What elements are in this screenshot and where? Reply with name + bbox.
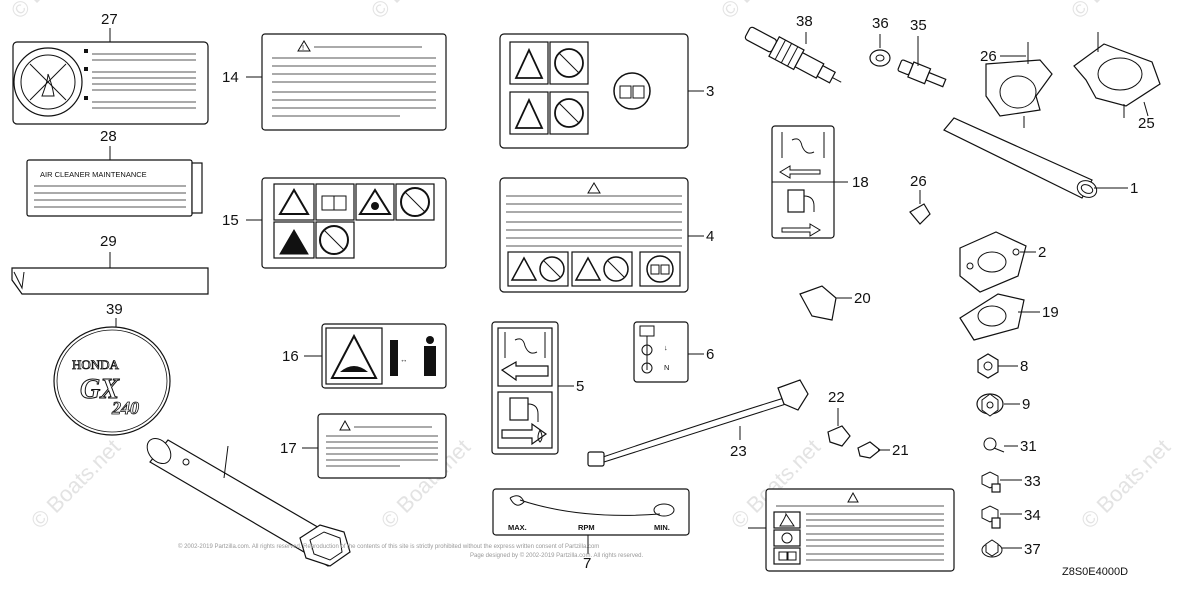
callout-26: 26 <box>910 173 927 190</box>
callout-17: 17 <box>280 440 297 457</box>
part-24-mount[interactable]: 25 <box>1073 32 1161 132</box>
diagram-code: Z8S0E4000D <box>1062 566 1128 578</box>
part-29-label[interactable]: 29 <box>11 233 209 295</box>
callout-1: 1 <box>1130 180 1138 197</box>
callout-4: 4 <box>706 228 714 245</box>
callout-27: 27 <box>101 11 118 28</box>
callout-36: 38 <box>796 13 813 30</box>
callout-20: 20 <box>854 290 871 307</box>
part-6-label[interactable]: ↓ N 6 <box>633 321 714 383</box>
callout-35: 37 <box>1024 541 1041 558</box>
callout-37: 39 <box>106 301 123 318</box>
emblem-gx-text: GX <box>80 374 120 405</box>
watermark-text: © Boats.net <box>26 434 125 533</box>
callout-25: 26 <box>980 48 997 65</box>
callout-2: 2 <box>1038 244 1046 261</box>
callout-19: 19 <box>1042 304 1059 321</box>
watermark-text: © Boats.net <box>6 0 105 24</box>
part-16-label[interactable]: ↔ 16 <box>282 323 447 389</box>
callout-29: 29 <box>100 233 117 250</box>
callout-14: 14 <box>222 69 239 86</box>
rpm-max-text: MAX. <box>508 523 527 532</box>
watermark-text: © Boats.net <box>1066 0 1165 24</box>
watermark-text: © Boats.net <box>1076 434 1175 533</box>
part-3-label[interactable]: 3 <box>499 33 714 149</box>
callout-15: 15 <box>222 212 239 229</box>
part-28-label[interactable]: AIR CLEANER MAINTENANCE 28 <box>26 128 203 217</box>
part-9-flange-nut[interactable]: 9 <box>976 393 1030 417</box>
callout-24: 25 <box>1138 115 1155 132</box>
svg-text:↓: ↓ <box>664 343 668 352</box>
callout-34: 34 <box>1024 507 1041 524</box>
callout-23: 23 <box>730 443 747 460</box>
emblem-honda-text: HONDA <box>72 357 120 372</box>
callout-9: 9 <box>1022 396 1030 413</box>
air-cleaner-label-text: AIR CLEANER MAINTENANCE <box>40 170 147 179</box>
part-33-bolt[interactable]: 33 <box>981 471 1041 493</box>
part-19-gasket[interactable]: 19 <box>959 293 1059 341</box>
rpm-text: RPM <box>578 523 595 532</box>
part-14-label[interactable]: ! 14 <box>222 33 447 131</box>
svg-text:!: ! <box>302 43 304 52</box>
part-35-bolt[interactable]: 37 <box>981 539 1041 558</box>
callout-32: 36 <box>872 15 889 32</box>
callout-30: 31 <box>1020 438 1037 455</box>
callout-6: 6 <box>706 346 714 363</box>
copyright-notice: © 2002-2019 Partzilla.com. All rights re… <box>178 543 644 559</box>
callout-31: 35 <box>910 17 927 34</box>
callout-7: 7 <box>583 555 591 572</box>
callout-3: 3 <box>706 83 714 100</box>
part-37-emblem[interactable]: HONDA GX 240 39 <box>53 301 171 436</box>
part-8-nut[interactable]: 8 <box>977 353 1028 379</box>
callout-33: 33 <box>1024 473 1041 490</box>
part-1-tube[interactable]: 1 <box>943 117 1138 200</box>
part-17-label[interactable]: 17 <box>280 413 447 479</box>
part-7-label[interactable]: MAX. RPM MIN. 7 <box>492 488 690 572</box>
callout-21: 21 <box>892 442 909 459</box>
callout-16: 16 <box>282 348 299 365</box>
emblem-model-text: 240 <box>111 398 139 418</box>
part-31-fitting[interactable]: 35 <box>897 17 947 90</box>
part-26-clip[interactable]: 26 <box>909 173 931 225</box>
callout-28: 28 <box>100 128 117 145</box>
part-20-bracket[interactable]: 20 <box>799 285 871 321</box>
part-34-bolt[interactable]: 34 <box>981 505 1041 529</box>
part-21-part[interactable]: 21 <box>857 441 909 459</box>
part-36-spark-plug[interactable]: 38 <box>742 13 846 92</box>
part-39-label[interactable] <box>748 488 955 572</box>
svg-text:N: N <box>664 363 669 372</box>
callout-5: 5 <box>576 378 584 395</box>
callout-22: 22 <box>828 389 845 406</box>
part-2-gasket[interactable]: 2 <box>959 231 1046 293</box>
part-5-label[interactable]: 5 <box>491 321 584 455</box>
callout-8: 8 <box>1020 358 1028 375</box>
copyright-line-1: © 2002-2019 Partzilla.com. All rights re… <box>178 543 599 550</box>
part-15-label[interactable]: 15 <box>222 177 447 269</box>
part-4-label[interactable]: 4 <box>499 177 714 293</box>
rpm-min-text: MIN. <box>654 523 670 532</box>
part-25-mount[interactable]: 26 <box>980 42 1053 128</box>
part-30-screw[interactable]: 31 <box>983 437 1037 455</box>
svg-text:↔: ↔ <box>400 355 408 364</box>
part-22-clip[interactable]: 22 <box>827 389 851 447</box>
part-18-label[interactable]: 18 <box>771 125 869 239</box>
part-23-harness[interactable]: 23 <box>587 379 809 467</box>
part-32-washer[interactable]: 36 <box>869 15 891 67</box>
part-27-label[interactable]: 27 <box>12 11 209 125</box>
watermark-text: © Boats.net <box>366 0 465 24</box>
copyright-line-2: Page designed by © 2002-2019 Partzilla.c… <box>470 552 644 559</box>
part-38-tube-wrench[interactable] <box>142 434 351 567</box>
callout-18: 18 <box>852 174 869 191</box>
